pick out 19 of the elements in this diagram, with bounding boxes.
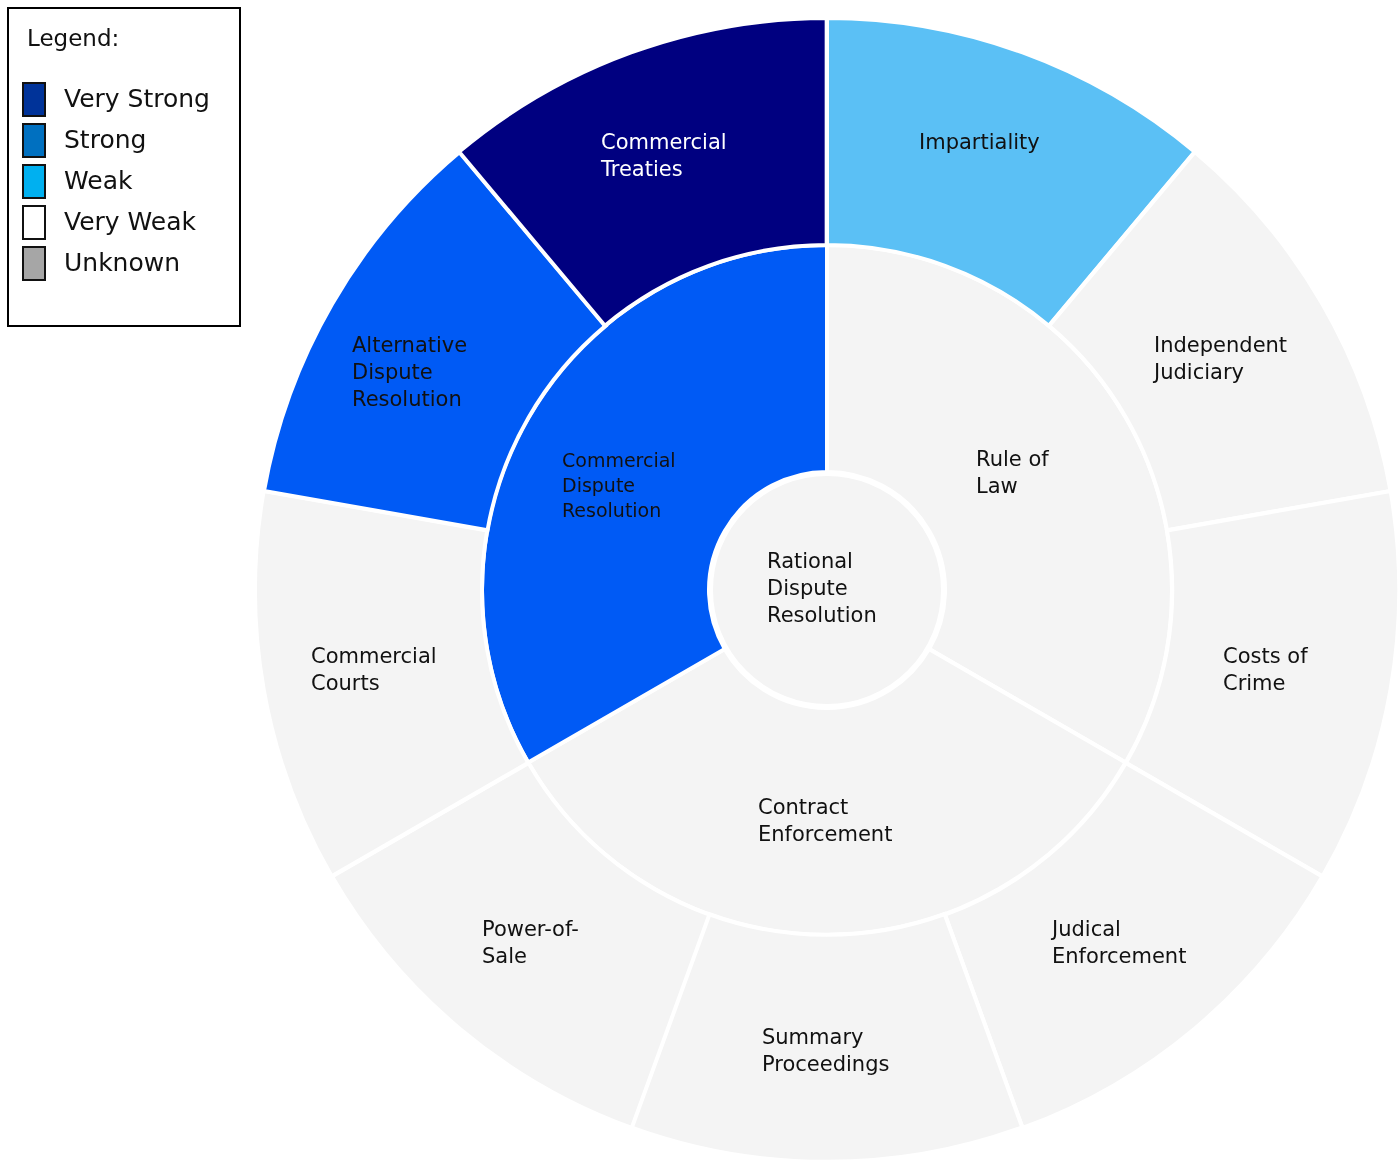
segment-label: Rule of Law [976,446,1050,500]
legend-label: Unknown [64,248,181,278]
segment-label: Costs of Crime [1223,643,1309,697]
segment-label: Contract Enforcement [758,794,894,848]
segment-label: Rational Dispute Resolution [767,548,878,629]
segment-label: Impartiality [919,129,1041,156]
segment-label: Commercial Dispute Resolution [562,448,677,523]
legend-label: Very Weak [64,207,196,237]
segment-label: Commercial Courts [311,643,438,697]
legend-label: Weak [64,166,133,196]
legend-title: Legend: [27,24,120,53]
segment-label: Independent Judiciary [1154,332,1289,386]
segment-label: Summary Proceedings [762,1024,891,1078]
segment-label: Alternative Dispute Resolution [352,332,469,413]
segment-label: Commercial Treaties [601,129,728,183]
segment-label: Judical Enforcement [1052,916,1188,970]
legend-label: Very Strong [64,84,210,114]
legend-label: Strong [64,125,147,155]
segment-label: Power-of-Sale [482,916,580,970]
